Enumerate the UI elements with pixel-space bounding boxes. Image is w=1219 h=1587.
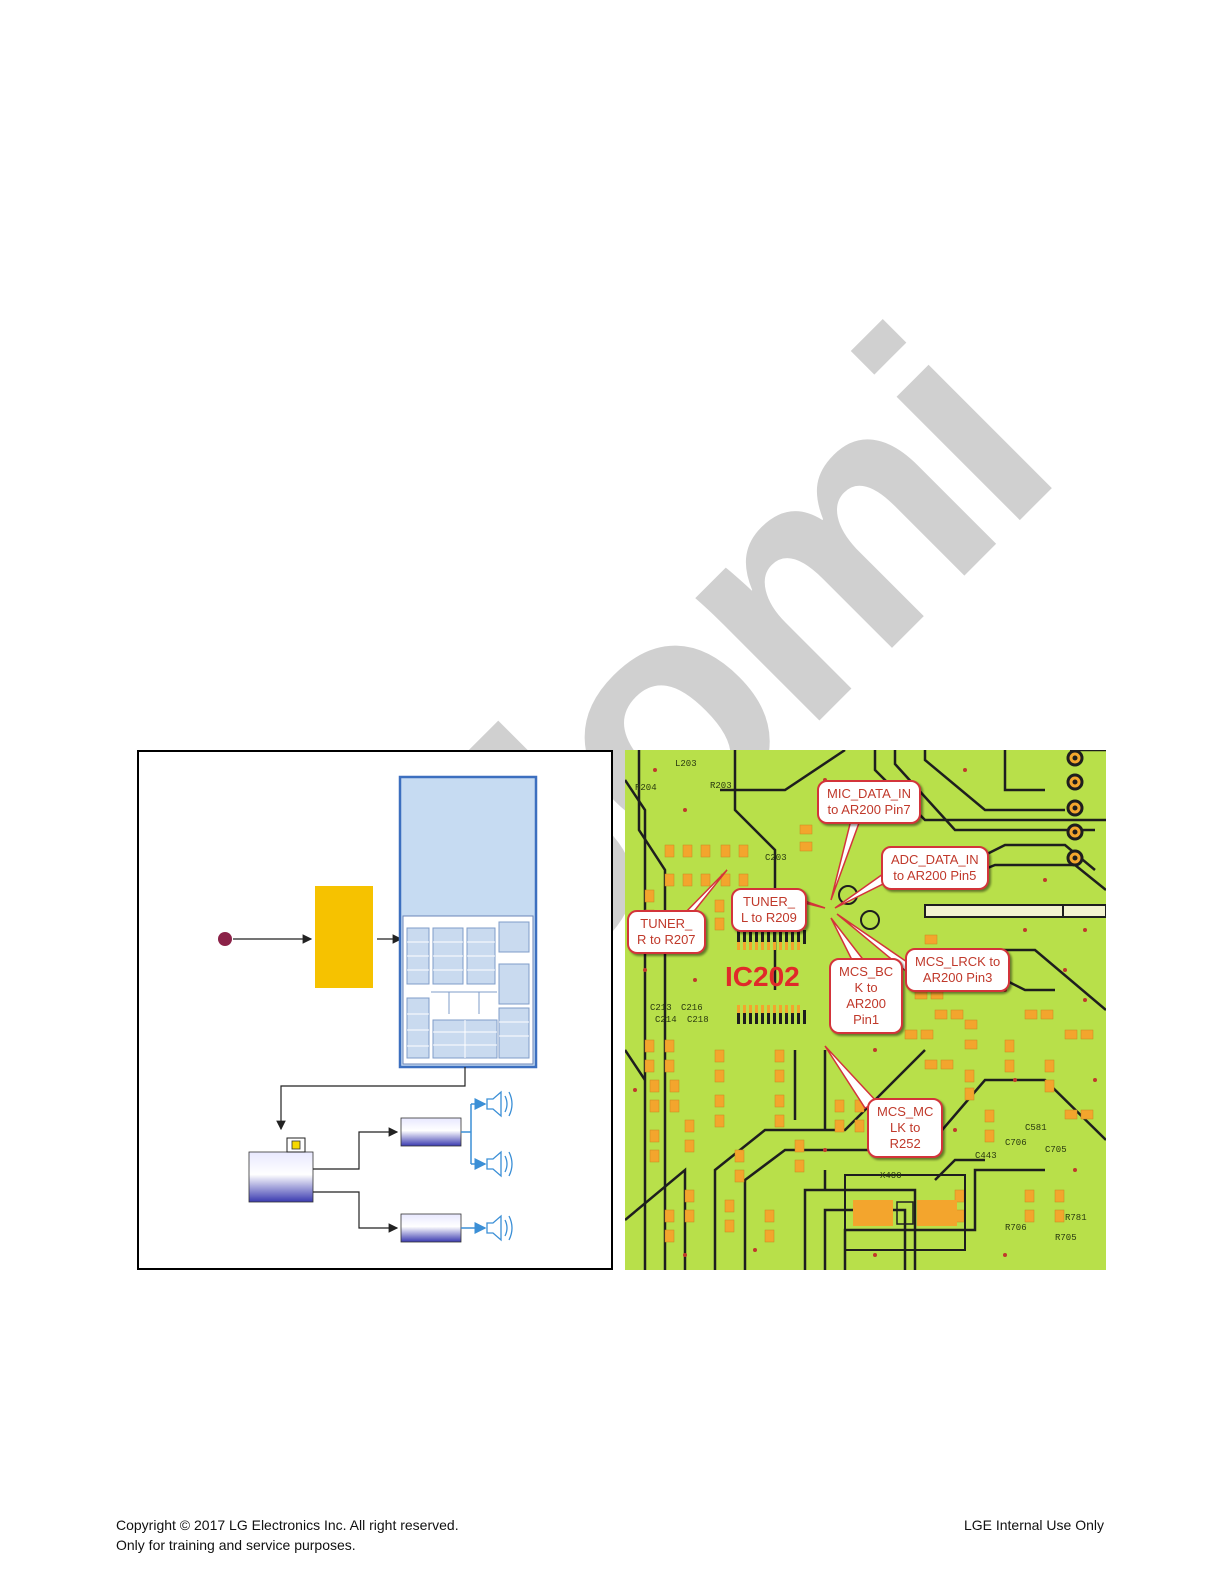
silkscreen-labels: R204 R203 L203 C213 C216 C214 C218 C203 …: [635, 759, 1087, 1243]
svg-text:C706: C706: [1005, 1138, 1027, 1148]
block-diagram-svg: [218, 775, 538, 1243]
footer-purpose: Only for training and service purposes.: [116, 1537, 356, 1553]
svg-text:C216: C216: [681, 1003, 703, 1013]
callout-tuner-r: TUNER_ R to R207: [627, 910, 706, 954]
footer-copyright: Copyright © 2017 LG Electronics Inc. All…: [116, 1517, 459, 1533]
speaker-icon-2: [486, 1150, 513, 1178]
svg-text:C443: C443: [975, 1151, 997, 1161]
svg-text:R203: R203: [710, 781, 732, 791]
pcb-image: IC202 R204 R203 L203 C213 C216 C214 C218…: [625, 750, 1106, 1270]
input-dot: [218, 932, 232, 946]
svg-text:C581: C581: [1025, 1123, 1047, 1133]
pcb-svg: IC202 R204 R203 L203 C213 C216 C214 C218…: [625, 750, 1106, 1270]
speaker-icon-1: [486, 1090, 513, 1118]
speaker-icon-3: [486, 1214, 513, 1242]
svg-text:C705: C705: [1045, 1145, 1067, 1155]
channel-block-bottom: [400, 1213, 462, 1243]
channel-block-top: [400, 1117, 462, 1147]
svg-text:R781: R781: [1065, 1213, 1087, 1223]
ic202-chip: IC202: [725, 930, 806, 1024]
ic202-label: IC202: [725, 961, 800, 992]
callout-mcs-mclk: MCS_MC LK to R252: [867, 1098, 944, 1158]
callout-tuner-l: TUNER_ L to R209: [731, 888, 807, 932]
svg-text:C203: C203: [765, 853, 787, 863]
svg-text:X400: X400: [880, 1171, 902, 1181]
vias: [633, 768, 1097, 1257]
callout-adc-data-in: ADC_DATA_IN to AR200 Pin5: [881, 846, 989, 890]
callout-mcs-bck: MCS_BC K to AR200 Pin1: [829, 958, 904, 1034]
yellow-block: [315, 886, 373, 988]
callout-mic-data-in: MIC_DATA_IN to AR200 Pin7: [817, 780, 922, 824]
block-diagram: [137, 750, 613, 1270]
svg-text:L203: L203: [675, 759, 697, 769]
svg-text:C214: C214: [655, 1015, 677, 1025]
footer-internal: LGE Internal Use Only: [963, 1517, 1104, 1533]
smd-pads: [644, 824, 1094, 1243]
svg-text:R705: R705: [1055, 1233, 1077, 1243]
svg-text:C218: C218: [687, 1015, 709, 1025]
amp-block: [248, 1151, 314, 1203]
svg-text:R204: R204: [635, 783, 657, 793]
svg-text:R706: R706: [1005, 1223, 1027, 1233]
callout-mcs-lrck: MCS_LRCK to AR200 Pin3: [905, 948, 1011, 992]
svg-text:C213: C213: [650, 1003, 672, 1013]
